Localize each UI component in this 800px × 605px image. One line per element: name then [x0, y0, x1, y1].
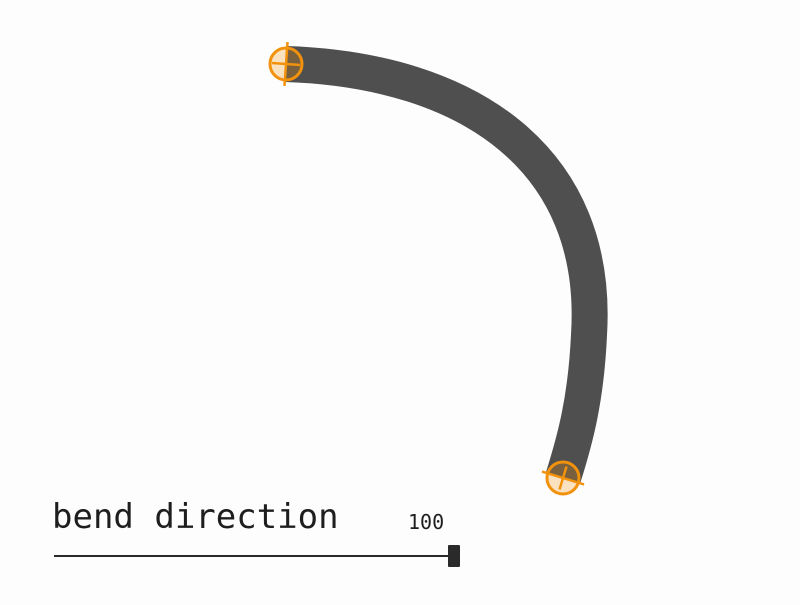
slider-handle[interactable]	[448, 545, 460, 567]
crosshair-circle-icon	[541, 460, 585, 496]
bent-curve	[285, 46, 608, 484]
slider-value: 100	[408, 510, 445, 534]
end-handle[interactable]	[541, 460, 585, 496]
start-handle[interactable]	[268, 41, 304, 87]
slider-label: bend direction	[52, 497, 339, 537]
crosshair-circle-icon	[268, 41, 304, 87]
slider-track[interactable]	[54, 555, 454, 557]
bend-direction-slider[interactable]	[54, 540, 462, 570]
